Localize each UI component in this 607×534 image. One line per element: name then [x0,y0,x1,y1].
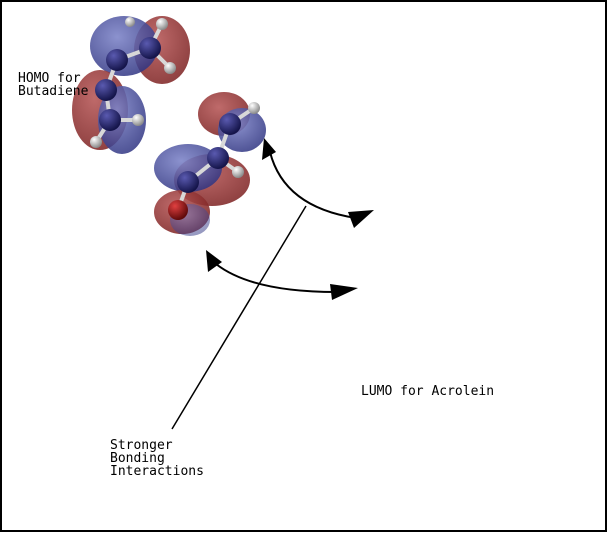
lumo-oxygen-atom [168,200,188,220]
homo-butadiene-label: HOMO for Butadiene [18,72,88,98]
bonding-label-line1: Stronger [110,438,173,453]
homo-hydrogen-atom [125,17,135,27]
lumo-carbon-atom [207,147,229,169]
bonding-interactions-label: Stronger Bonding Interactions [110,439,204,478]
lumo-lobe-blue-middle [154,144,222,192]
lumo-acrolein-orbital [154,92,266,236]
homo-carbon-atom [106,49,128,71]
homo-hydrogen-atom [132,114,144,126]
homo-label-line2: Butadiene [18,84,89,99]
arrowhead-icon [262,138,276,160]
interaction-arrows [215,151,357,293]
arrowhead-icon [330,284,358,300]
lumo-carbon-atom [177,171,199,193]
homo-label-line1: HOMO for [18,71,81,86]
homo-hydrogen-atom [164,62,176,74]
lumo-hydrogen-atom [232,166,244,178]
arrowhead-icon [206,250,222,272]
lumo-hydrogen-atom [248,102,260,114]
arrowhead-icon [348,210,374,228]
bonding-label-line2: Bonding [110,451,165,466]
label-pointer-lines [171,205,307,430]
homo-carbon-atom [139,37,161,59]
homo-hydrogen-atom [156,18,168,30]
homo-carbon-atom [99,109,121,131]
homo-butadiene-orbital [72,16,190,154]
bonding-label-line3: Interactions [110,464,204,479]
pointer-line [171,205,307,430]
homo-hydrogen-atom [90,136,102,148]
homo-carbon-atom [95,79,117,101]
upper-interaction-arc [269,151,357,219]
lower-interaction-arc [215,263,337,293]
lumo-acrolein-label: LUMO for Acrolein [361,384,495,399]
lumo-carbon-atom [219,113,241,135]
